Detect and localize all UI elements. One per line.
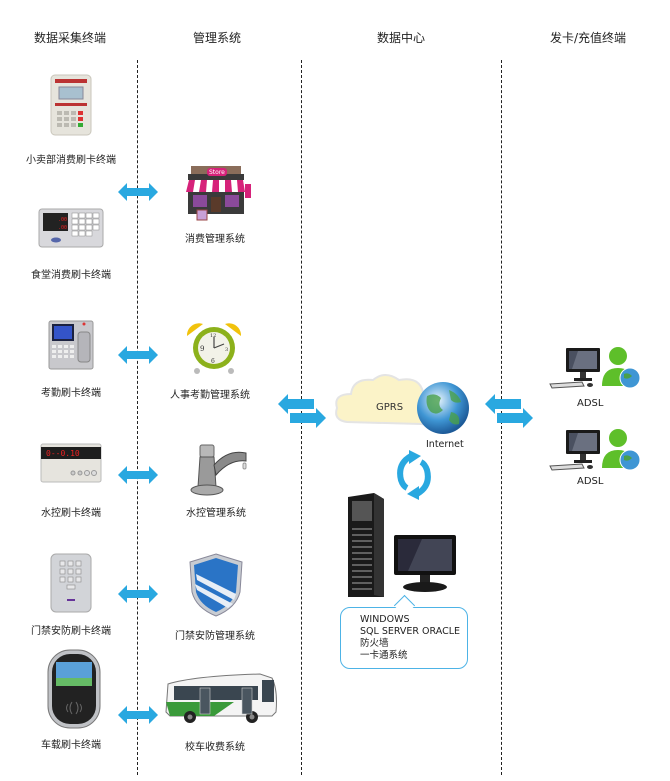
sync-arrows-icon — [278, 394, 326, 428]
canteen-terminal-icon: .00 .00 — [38, 208, 104, 248]
pos-terminal-icon — [50, 74, 92, 136]
terminal-label: 小卖部消费刷卡终端 — [26, 155, 116, 166]
system-label: 消费管理系统 — [185, 234, 245, 245]
column-title-management: 管理系统 — [192, 31, 241, 45]
terminal-label: 食堂消费刷卡终端 — [31, 270, 111, 281]
shield-icon — [188, 552, 244, 618]
server-info-os: WINDOWS — [360, 614, 410, 625]
server-info-system: 一卡通系统 — [360, 650, 408, 661]
divider-1 — [137, 60, 138, 775]
globe-icon — [415, 380, 471, 436]
client-label: ADSL — [577, 476, 604, 487]
terminal-label: 门禁安防刷卡终端 — [31, 626, 111, 637]
svg-text:6: 6 — [211, 358, 215, 365]
double-arrow-icon — [118, 183, 158, 201]
server-info-bubble — [340, 607, 468, 669]
client-label: ADSL — [577, 398, 604, 409]
store-icon: Store — [183, 164, 253, 222]
double-arrow-icon — [118, 706, 158, 724]
terminal-label: 水控刷卡终端 — [41, 508, 101, 519]
svg-text:.00: .00 — [58, 217, 67, 223]
column-title-card-issuing: 发卡/充值终端 — [549, 31, 627, 45]
svg-text:9: 9 — [200, 345, 204, 353]
attendance-terminal-icon — [48, 320, 94, 370]
gprs-label: GPRS — [376, 402, 404, 413]
column-title-data-collection: 数据采集终端 — [33, 31, 106, 45]
system-label: 人事考勤管理系统 — [170, 390, 250, 401]
sync-arrows-icon — [485, 394, 533, 428]
adsl-client-icon — [548, 428, 642, 472]
terminal-label: 考勤刷卡终端 — [41, 388, 101, 399]
server-tower-icon — [344, 493, 388, 599]
refresh-arrows-icon — [397, 450, 431, 500]
monitor-icon — [392, 533, 458, 593]
server-info-firewall: 防火墙 — [360, 638, 389, 649]
terminal-label: 车载刷卡终端 — [41, 740, 101, 751]
system-label: 校车收费系统 — [185, 742, 245, 753]
svg-text:3: 3 — [225, 347, 228, 353]
vehicle-card-reader-icon — [46, 648, 102, 730]
column-title-data-center: 数据中心 — [376, 31, 425, 45]
double-arrow-icon — [118, 585, 158, 603]
server-info-text: WINDOWS SQL SERVER ORACLE 防火墙 一卡通系统 — [360, 614, 460, 662]
svg-text:.00: .00 — [58, 225, 67, 231]
double-arrow-icon — [118, 346, 158, 364]
system-label: 门禁安防管理系统 — [175, 631, 255, 642]
alarm-clock-icon: 12 9 3 6 — [183, 320, 245, 376]
adsl-client-icon — [548, 346, 642, 390]
internet-label: Internet — [426, 439, 464, 450]
system-label: 水控管理系统 — [186, 508, 246, 519]
bus-icon — [164, 672, 280, 724]
double-arrow-icon — [118, 466, 158, 484]
water-control-terminal-icon: 0--0.10 — [40, 443, 102, 483]
server-info-database: SQL SERVER ORACLE — [360, 626, 461, 637]
access-control-keypad-icon — [50, 553, 92, 613]
svg-text:12: 12 — [210, 333, 216, 339]
faucet-icon — [188, 443, 250, 499]
svg-text:Store: Store — [209, 169, 225, 176]
svg-text:0--0.10: 0--0.10 — [46, 449, 80, 458]
